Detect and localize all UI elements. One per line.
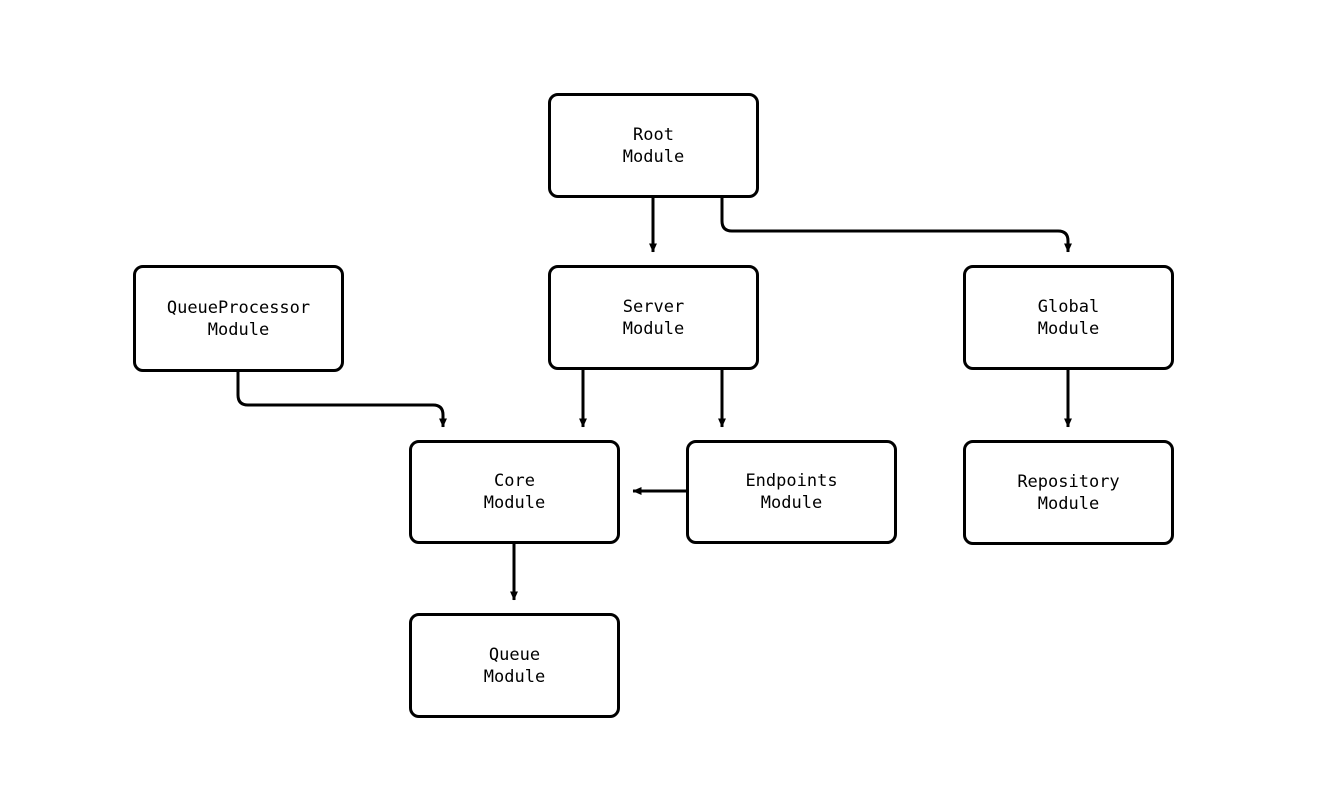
node-endpoints-label: Endpoints Module [745,471,838,513]
node-core-label: Core Module [483,471,546,513]
node-global[interactable]: Global Module [963,265,1174,370]
node-root[interactable]: Root Module [548,93,759,198]
node-global-label: Global Module [1037,296,1100,339]
node-queue[interactable]: Queue Module [409,613,620,718]
node-repository[interactable]: Repository Module [963,440,1174,545]
node-core[interactable]: Core Module [409,440,620,544]
node-server-label: Server Module [622,296,685,339]
edge-queueprocessor-core [236,372,447,428]
node-endpoints[interactable]: Endpoints Module [686,440,897,544]
node-root-label: Root Module [622,124,685,167]
node-server[interactable]: Server Module [548,265,759,370]
node-queueprocessor[interactable]: QueueProcessor Module [133,265,344,372]
node-repository-label: Repository Module [1017,471,1120,514]
node-queueprocessor-label: QueueProcessor Module [166,297,311,340]
edge-root-global [720,198,1072,253]
node-queue-label: Queue Module [483,644,546,687]
